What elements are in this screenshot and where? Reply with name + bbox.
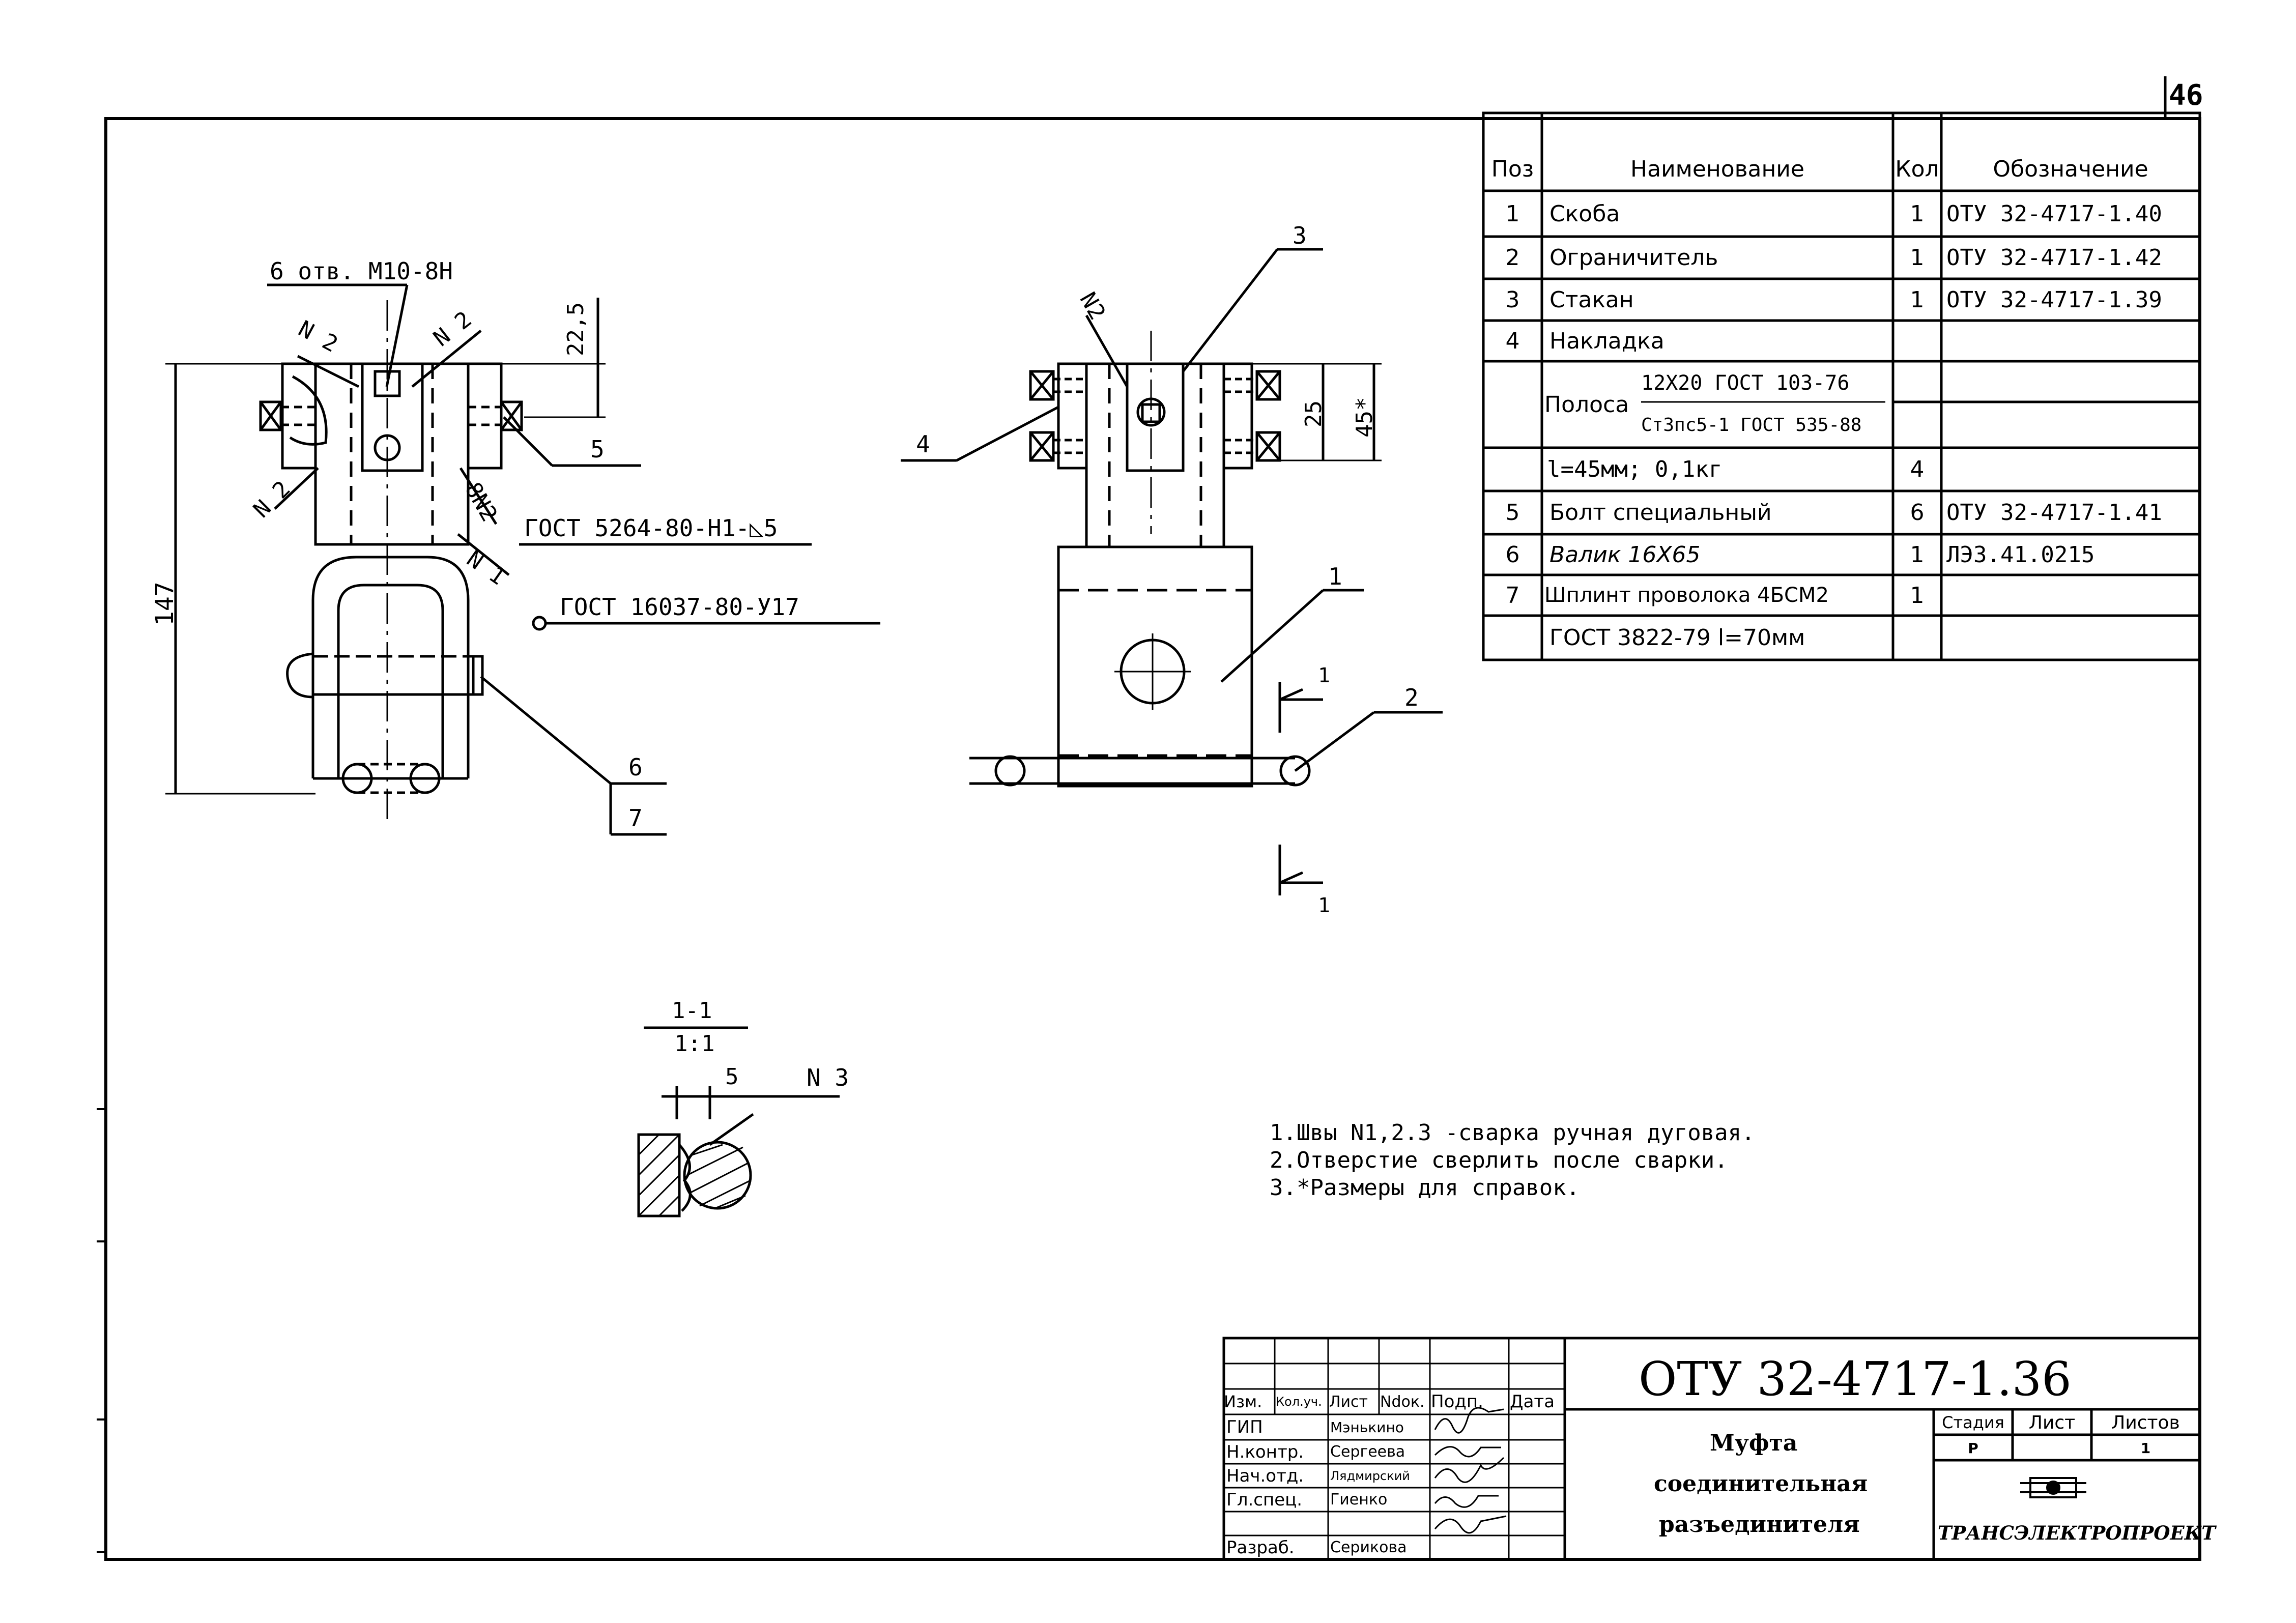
spec-row-9-pos: 6 — [1505, 541, 1520, 568]
leader-label-4: 4 — [916, 430, 930, 458]
sheet-frame — [104, 117, 2201, 1561]
spec-row-11-name: ГОСТ 3822-79 l=70мм — [1549, 625, 1805, 651]
sheet-label: Лист — [2028, 1412, 2076, 1433]
leader-label-5: 5 — [590, 436, 605, 463]
polosa-denominator: Ст3пс5-1 ГОСТ 535-88 — [1641, 414, 1862, 436]
spec-row-9-name: Валик 16Х65 — [1549, 541, 1701, 568]
spec-row-1-designation: ОТУ 32-4717-1.40 — [1946, 200, 2162, 227]
spec-row-8-qty: 6 — [1910, 500, 1925, 526]
leader-label-6: 6 — [628, 753, 643, 781]
organization-logo — [2020, 1477, 2086, 1498]
tb-header-kol: Кол.уч. — [1276, 1395, 1322, 1409]
staff-name-4: Гиенко — [1330, 1491, 1388, 1509]
staff-role-4: Гл.спец. — [1226, 1489, 1303, 1510]
spec-row-10-name: Шплинт проволока 4БСМ2 — [1544, 584, 1829, 607]
spec-header-pos: Поз — [1491, 156, 1534, 182]
weld-n3-label: N 3 — [807, 1064, 849, 1091]
staff-role-1: ГИП — [1226, 1417, 1263, 1437]
tb-header-podp: Подп. — [1431, 1392, 1483, 1412]
dimension-147: 147 — [151, 582, 179, 626]
section-mark-top: 1 — [1318, 664, 1331, 687]
binding-ticks — [97, 1108, 106, 1553]
page-number: 46 — [2169, 79, 2203, 112]
section-title: 1-1 — [672, 998, 712, 1024]
section-1-1 — [637, 1026, 840, 1218]
staff-name-5: Серикова — [1330, 1539, 1407, 1556]
spec-row-3-name: Стакан — [1549, 286, 1634, 313]
title-block-grid — [1222, 1337, 2201, 1561]
spec-row-4-pos: 4 — [1505, 328, 1520, 354]
spec-row-7-name: l=45мм; 0,1кг — [1547, 456, 1723, 482]
section-dimension-5: 5 — [725, 1064, 739, 1090]
spec-table-grid — [1482, 111, 2201, 661]
dimension-22-5: 22,5 — [563, 302, 589, 356]
dimension-45: 45* — [1352, 397, 1377, 438]
gost-weld-label-1: ГОСТ 5264-80-Н1-◺5 — [524, 514, 778, 542]
spec-row-2-qty: 1 — [1910, 245, 1925, 271]
spec-row-2-designation: ОТУ 32-4717-1.42 — [1946, 245, 2162, 271]
leader-label-2: 2 — [1404, 684, 1419, 711]
tb-header-data: Дата — [1510, 1392, 1555, 1412]
spec-row-1-name: Скоба — [1549, 200, 1620, 227]
spec-row-8-designation: ОТУ 32-4717-1.41 — [1946, 500, 2162, 526]
spec-row-2-name: Ограничитель — [1549, 245, 1718, 271]
staff-name-3: Лядмирский — [1330, 1468, 1410, 1483]
stage-value: Р — [1968, 1439, 1978, 1457]
section-scale: 1:1 — [674, 1031, 715, 1057]
staff-name-2: Сергеева — [1330, 1443, 1405, 1461]
spec-row-8-name: Болт специальный — [1549, 500, 1772, 526]
spec-row-3-pos: 3 — [1505, 286, 1520, 313]
left-view — [165, 283, 880, 836]
leader-label-1: 1 — [1328, 563, 1342, 590]
spec-row-10-pos: 7 — [1505, 582, 1520, 608]
holes-note: 6 отв. М10-8Н — [270, 257, 453, 285]
note-3: 3.*Размеры для справок. — [1270, 1175, 1580, 1201]
spec-row-1-pos: 1 — [1505, 200, 1520, 227]
polosa-numerator: 12Х20 ГОСТ 103-76 — [1641, 371, 1850, 395]
spec-row-7-qty: 4 — [1910, 456, 1925, 482]
spec-row-5-name: Полоса — [1544, 391, 1629, 418]
section-mark-bottom: 1 — [1318, 894, 1331, 917]
leader-label-7: 7 — [628, 804, 643, 832]
document-code: ОТУ 32-4717-1.36 — [1639, 1352, 2072, 1406]
organization-name: ТРАНСЭЛЕКТРОПРОЕКТ — [1938, 1522, 2216, 1544]
spec-row-9-designation: ЛЭЗ.41.0215 — [1946, 541, 2095, 568]
spec-row-3-designation: ОТУ 32-4717-1.39 — [1946, 286, 2162, 313]
spec-row-2-pos: 2 — [1505, 245, 1520, 271]
spec-row-9-qty: 1 — [1910, 541, 1925, 568]
staff-role-3: Нач.отд. — [1226, 1465, 1304, 1486]
staff-name-1: Мэнькино — [1330, 1418, 1404, 1436]
stage-label: Стадия — [1942, 1413, 2004, 1432]
title-line-3: разъединителя — [1659, 1512, 1860, 1538]
spec-header-designation: Обозначение — [1993, 156, 2148, 182]
spec-row-1-qty: 1 — [1910, 200, 1925, 227]
sheet-value — [2013, 1436, 2091, 1460]
staff-role-5: Разраб. — [1226, 1537, 1295, 1558]
spec-row-3-qty: 1 — [1910, 286, 1925, 313]
sheets-value: 1 — [2140, 1439, 2151, 1457]
tb-header-list: Лист — [1329, 1393, 1368, 1411]
tb-header-izm: Изм. — [1224, 1392, 1262, 1411]
title-line-2: соединительная — [1654, 1471, 1868, 1497]
staff-role-2: Н.контр. — [1226, 1441, 1304, 1462]
gost-weld-label-2: ГОСТ 16037-80-У17 — [560, 593, 799, 621]
note-2: 2.Отверстие сверлить после сварки. — [1270, 1147, 1728, 1173]
notes: 1.Швы N1,2.3 -сварка ручная дуговая. 2.О… — [1270, 1119, 1755, 1202]
spec-header-name: Наименование — [1630, 156, 1804, 182]
dimension-25: 25 — [1301, 400, 1327, 427]
right-view — [901, 248, 1443, 895]
signatures — [1434, 1407, 1507, 1534]
spec-row-10-qty: 1 — [1910, 582, 1925, 608]
spec-row-8-pos: 5 — [1505, 500, 1520, 526]
spec-header-qty: Кол — [1895, 156, 1939, 182]
spec-row-4-name: Накладка — [1549, 328, 1664, 354]
title-line-1: Муфта — [1710, 1430, 1798, 1456]
sheets-label: Листов — [2111, 1412, 2180, 1433]
note-1: 1.Швы N1,2.3 -сварка ручная дуговая. — [1270, 1120, 1755, 1146]
leader-label-3: 3 — [1293, 222, 1307, 249]
tb-header-ndok: Ndок. — [1380, 1393, 1425, 1411]
